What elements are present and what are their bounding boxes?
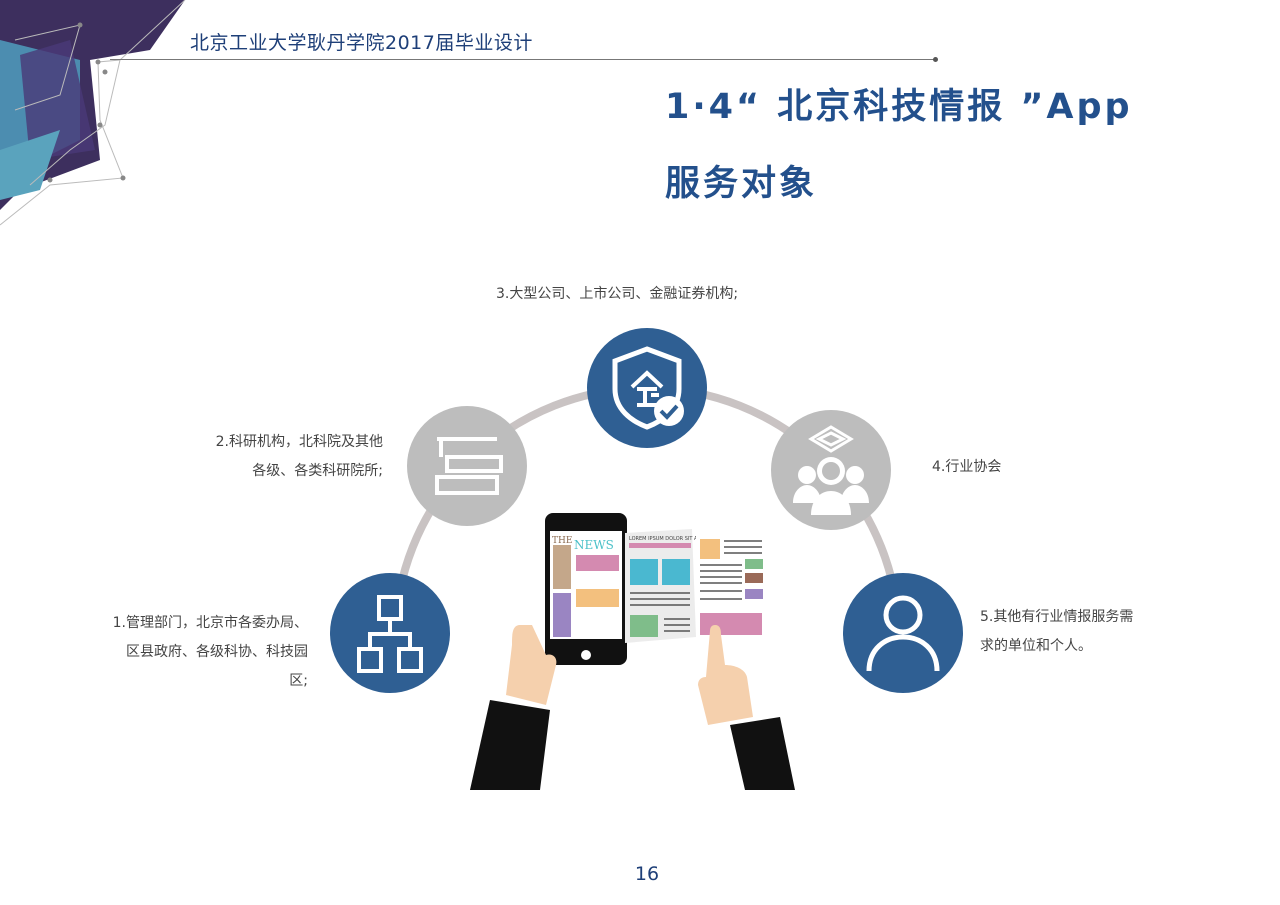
header-text: 北京工业大学耿丹学院2017届毕业设计 <box>190 32 533 54</box>
user-icon <box>866 595 940 672</box>
header-divider-dot <box>933 57 938 62</box>
people-group-icon <box>793 425 869 515</box>
headline: LOREM IPSUM DOLOR SIT AMET <box>629 536 709 542</box>
masthead-the: THE <box>552 536 572 546</box>
label-management: 1.管理部门，北京市各委办局、 区县政府、各级科协、科技园 区; <box>112 615 308 689</box>
circle-management <box>330 573 450 693</box>
label-enterprise: 3.大型公司、上市公司、金融证券机构; <box>496 286 739 302</box>
circle-association <box>771 410 891 530</box>
circle-enterprise <box>587 328 707 448</box>
label-association: 4.行业协会 <box>932 459 1002 475</box>
page-subtitle: 服务对象 <box>665 164 818 204</box>
polygon-decoration <box>0 0 186 226</box>
header-divider <box>110 59 936 60</box>
label-individual: 5.其他有行业情报服务需 求的单位和个人。 <box>980 609 1134 654</box>
phone-news-illustration: THE NEWS LOREM IPSUM DOLOR SIT AMET <box>470 513 795 790</box>
page-number: 16 <box>634 863 660 885</box>
circle-individual <box>843 573 963 693</box>
page-title: 1·4“ 北京科技情报 ”App <box>665 87 1133 127</box>
shield-enterprise-check-icon <box>612 346 684 430</box>
circle-research <box>407 406 527 526</box>
graduation-books-icon <box>435 437 503 495</box>
label-research: 2.科研机构，北科院及其他 各级、各类科研院所; <box>215 434 383 479</box>
masthead-news: NEWS <box>574 538 614 552</box>
org-chart-icon <box>357 595 423 673</box>
